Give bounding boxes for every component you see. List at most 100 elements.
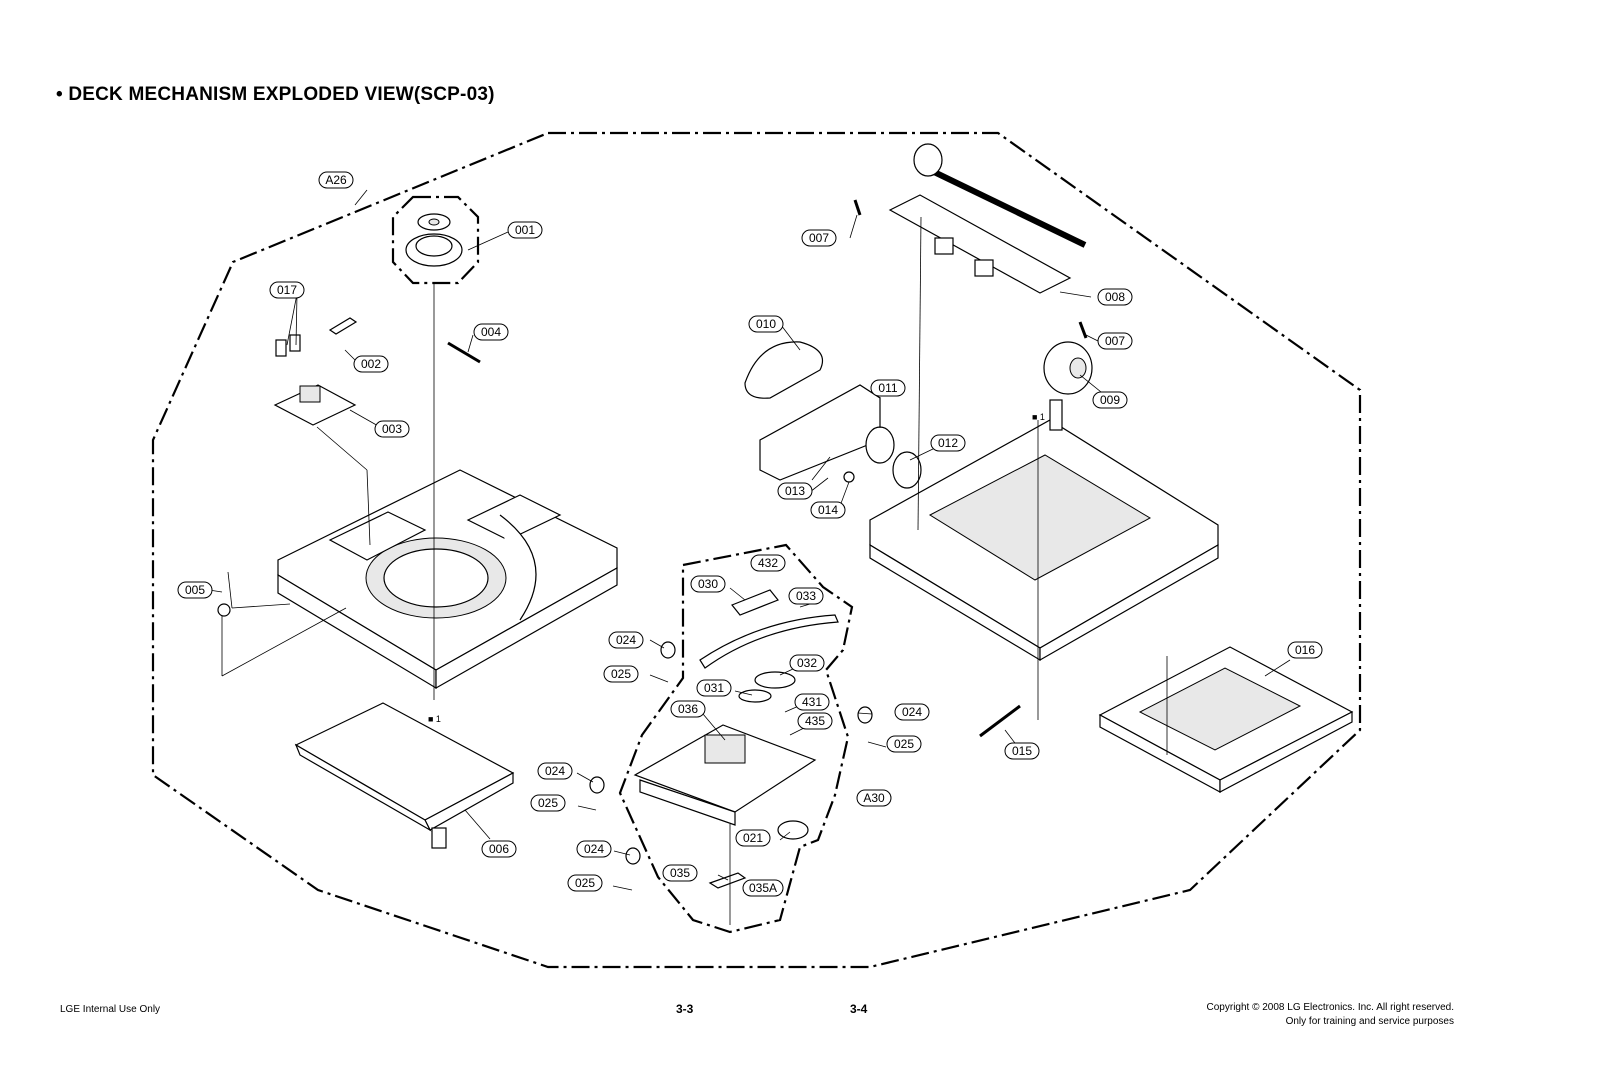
gear-012	[892, 451, 922, 489]
svg-text:033: 033	[796, 589, 816, 603]
gear-031	[738, 689, 772, 703]
callout-009: 009	[1092, 391, 1128, 409]
connector-030	[731, 589, 779, 616]
spring-007b	[1078, 321, 1088, 339]
callout-017: 017	[269, 281, 305, 299]
callout-036: 036	[670, 700, 706, 718]
svg-text:025: 025	[538, 796, 558, 810]
svg-text:035A: 035A	[749, 881, 777, 895]
svg-text:006: 006	[489, 842, 509, 856]
damper-024a	[660, 641, 676, 659]
callout-032: 032	[789, 654, 825, 672]
spring-007a	[853, 199, 862, 216]
copyright-line: Copyright © 2008 LG Electronics. Inc. Al…	[1206, 1002, 1454, 1013]
page-number-right: 3-4	[850, 1002, 868, 1016]
svg-text:A30: A30	[863, 791, 885, 805]
pcb-035	[708, 872, 747, 889]
spring-015	[979, 704, 1021, 738]
svg-text:017: 017	[277, 283, 297, 297]
pcb-003	[273, 334, 357, 426]
svg-text:013: 013	[785, 484, 805, 498]
damper-024d	[625, 847, 641, 865]
callout-030: 030	[690, 575, 726, 593]
gear-housing	[759, 384, 881, 481]
copyright-note: Only for training and service purposes	[1285, 1016, 1454, 1027]
svg-text:431: 431	[802, 695, 822, 709]
svg-text:024: 024	[545, 764, 565, 778]
svg-text:032: 032	[797, 656, 817, 670]
svg-text:014: 014	[818, 503, 838, 517]
callout-a26: A26	[318, 171, 354, 189]
callout-025: 025	[567, 874, 603, 892]
callout-003: 003	[374, 420, 410, 438]
svg-text:021: 021	[743, 831, 763, 845]
belt-010	[744, 341, 824, 399]
motor-021	[777, 820, 809, 840]
leader-lines	[208, 189, 1291, 925]
svg-text:008: 008	[1105, 290, 1125, 304]
svg-text:024: 024	[584, 842, 604, 856]
callout-035: 035	[662, 864, 698, 882]
sled-036	[633, 724, 817, 813]
gear-011	[865, 426, 895, 464]
turntable-boundary	[391, 195, 480, 285]
svg-text:010: 010	[756, 317, 776, 331]
main-chassis	[277, 469, 618, 690]
footer-left: LGE Internal Use Only	[60, 1004, 161, 1015]
svg-text:024: 024	[616, 633, 636, 647]
callout-014: 014	[810, 501, 846, 519]
svg-text:015: 015	[1012, 744, 1032, 758]
shaft-bracket-008	[888, 143, 1087, 294]
svg-text:025: 025	[611, 667, 631, 681]
svg-text:003: 003	[382, 422, 402, 436]
callout-007: 007	[801, 229, 837, 247]
page-title: • DECK MECHANISM EXPLODED VIEW(SCP-03)	[56, 84, 495, 105]
washer-014	[843, 471, 855, 483]
damper-024b	[857, 706, 873, 724]
roller-009	[1043, 341, 1093, 395]
svg-text:001: 001	[515, 223, 535, 237]
svg-text:030: 030	[698, 577, 718, 591]
callout-006: 006	[481, 840, 517, 858]
callout-035a: 035A	[742, 879, 784, 897]
pickup-boundary	[618, 543, 854, 934]
callout-008: 008	[1097, 288, 1133, 306]
svg-text:432: 432	[758, 556, 778, 570]
svg-text:002: 002	[361, 357, 381, 371]
callout-004: 004	[473, 323, 509, 341]
damper-024c	[589, 776, 605, 794]
svg-text:012: 012	[938, 436, 958, 450]
footer-copyright: Copyright © 2008 LG Electronics. Inc. Al…	[1207, 1001, 1454, 1029]
callout-016: 016	[1287, 641, 1323, 659]
gear-032	[754, 671, 796, 689]
callout-002: 002	[353, 355, 389, 373]
marker-1-right: ■ 1	[1032, 412, 1045, 422]
flex-cable-002	[328, 317, 358, 335]
svg-text:031: 031	[704, 681, 724, 695]
spring-004	[447, 341, 481, 364]
callout-432: 432	[750, 554, 786, 572]
svg-text:007: 007	[809, 231, 829, 245]
callout-024: 024	[894, 703, 930, 721]
assembly-boundary	[151, 131, 1362, 969]
svg-text:024: 024	[902, 705, 922, 719]
svg-text:005: 005	[185, 583, 205, 597]
bottom-bracket	[294, 702, 515, 849]
callout-431: 431	[794, 693, 830, 711]
page-number-left: 3-3	[676, 1002, 694, 1016]
flex-033	[699, 614, 839, 669]
svg-text:435: 435	[805, 714, 825, 728]
callout-labels: A26 001 017 004 002 003 005 006 007 008 007 009 010 0…	[177, 171, 1323, 897]
marker-1-left: ■ 1	[428, 714, 441, 724]
callout-011: 011	[870, 379, 906, 397]
callout-010: 010	[748, 315, 784, 333]
callout-024: 024	[608, 631, 644, 649]
callout-013: 013	[777, 482, 813, 500]
callout-024: 024	[576, 840, 612, 858]
svg-text:036: 036	[678, 702, 698, 716]
callout-015: 015	[1004, 742, 1040, 760]
callout-021: 021	[735, 829, 771, 847]
callout-007: 007	[1097, 332, 1133, 350]
callout-a30: A30	[856, 789, 892, 807]
spring-005	[217, 603, 231, 617]
